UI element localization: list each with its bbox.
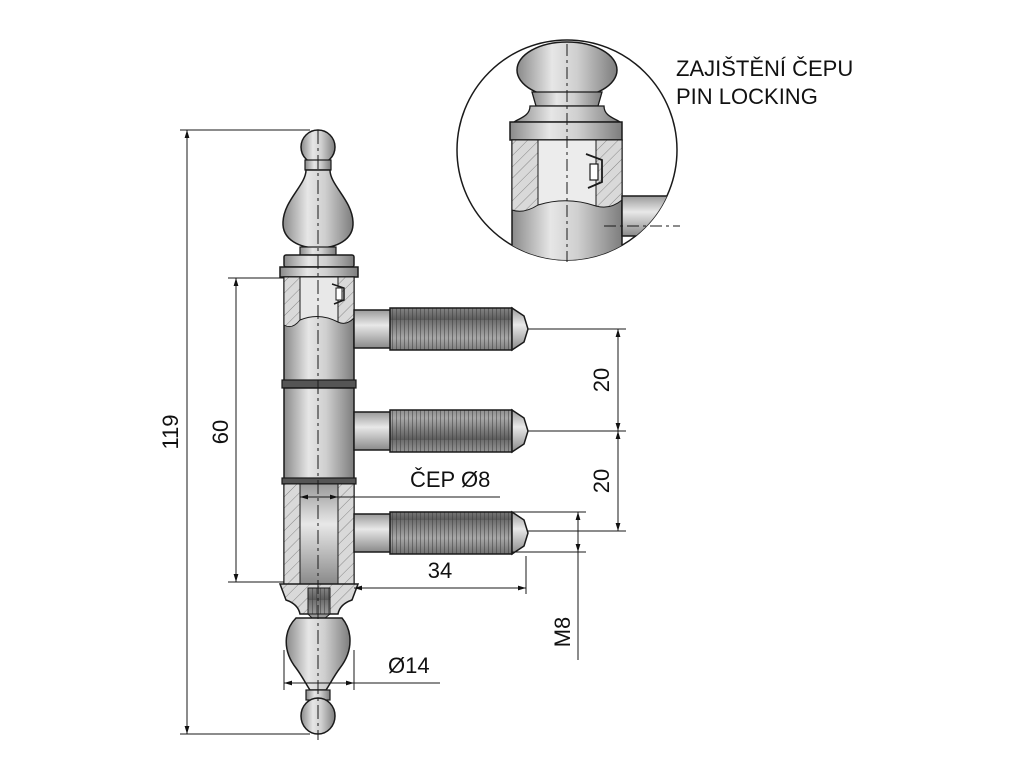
detail-note-line1: ZAJIŠTĚNÍ ČEPU xyxy=(676,56,854,81)
dim-pin-spacing xyxy=(528,328,626,532)
dim-total-length-label: 119 xyxy=(158,414,183,449)
top-finial xyxy=(279,129,359,278)
dim-thread xyxy=(512,511,586,660)
dim-pin-diameter-label: ČEP Ø8 xyxy=(410,467,490,492)
dim-total-length xyxy=(180,129,310,735)
pin-upper xyxy=(353,306,529,352)
dim-pin-length xyxy=(354,556,527,594)
barrel-upper xyxy=(283,276,355,383)
detail-note-line2: PIN LOCKING xyxy=(676,84,818,109)
bottom-finial xyxy=(278,583,360,735)
dim-barrel-diameter-label: Ø14 xyxy=(388,653,430,678)
barrel-lower xyxy=(283,483,355,585)
detail-view xyxy=(456,39,680,262)
dim-pin-length-label: 34 xyxy=(428,558,452,583)
barrel-ring xyxy=(281,379,357,389)
dim-pin-spacing-bottom-label: 20 xyxy=(589,469,614,493)
pin-middle xyxy=(353,408,529,454)
dim-outer-pins xyxy=(228,277,284,583)
dim-pin-spacing-top-label: 20 xyxy=(589,368,614,392)
dim-thread-label: M8 xyxy=(550,617,575,648)
dim-outer-pins-label: 60 xyxy=(208,420,233,444)
detail-note: ZAJIŠTĚNÍ ČEPU PIN LOCKING xyxy=(676,55,853,111)
barrel-middle xyxy=(283,387,355,481)
pin-lower xyxy=(353,510,529,556)
dim-barrel-diameter xyxy=(283,650,440,690)
barrel-ring xyxy=(281,477,357,485)
